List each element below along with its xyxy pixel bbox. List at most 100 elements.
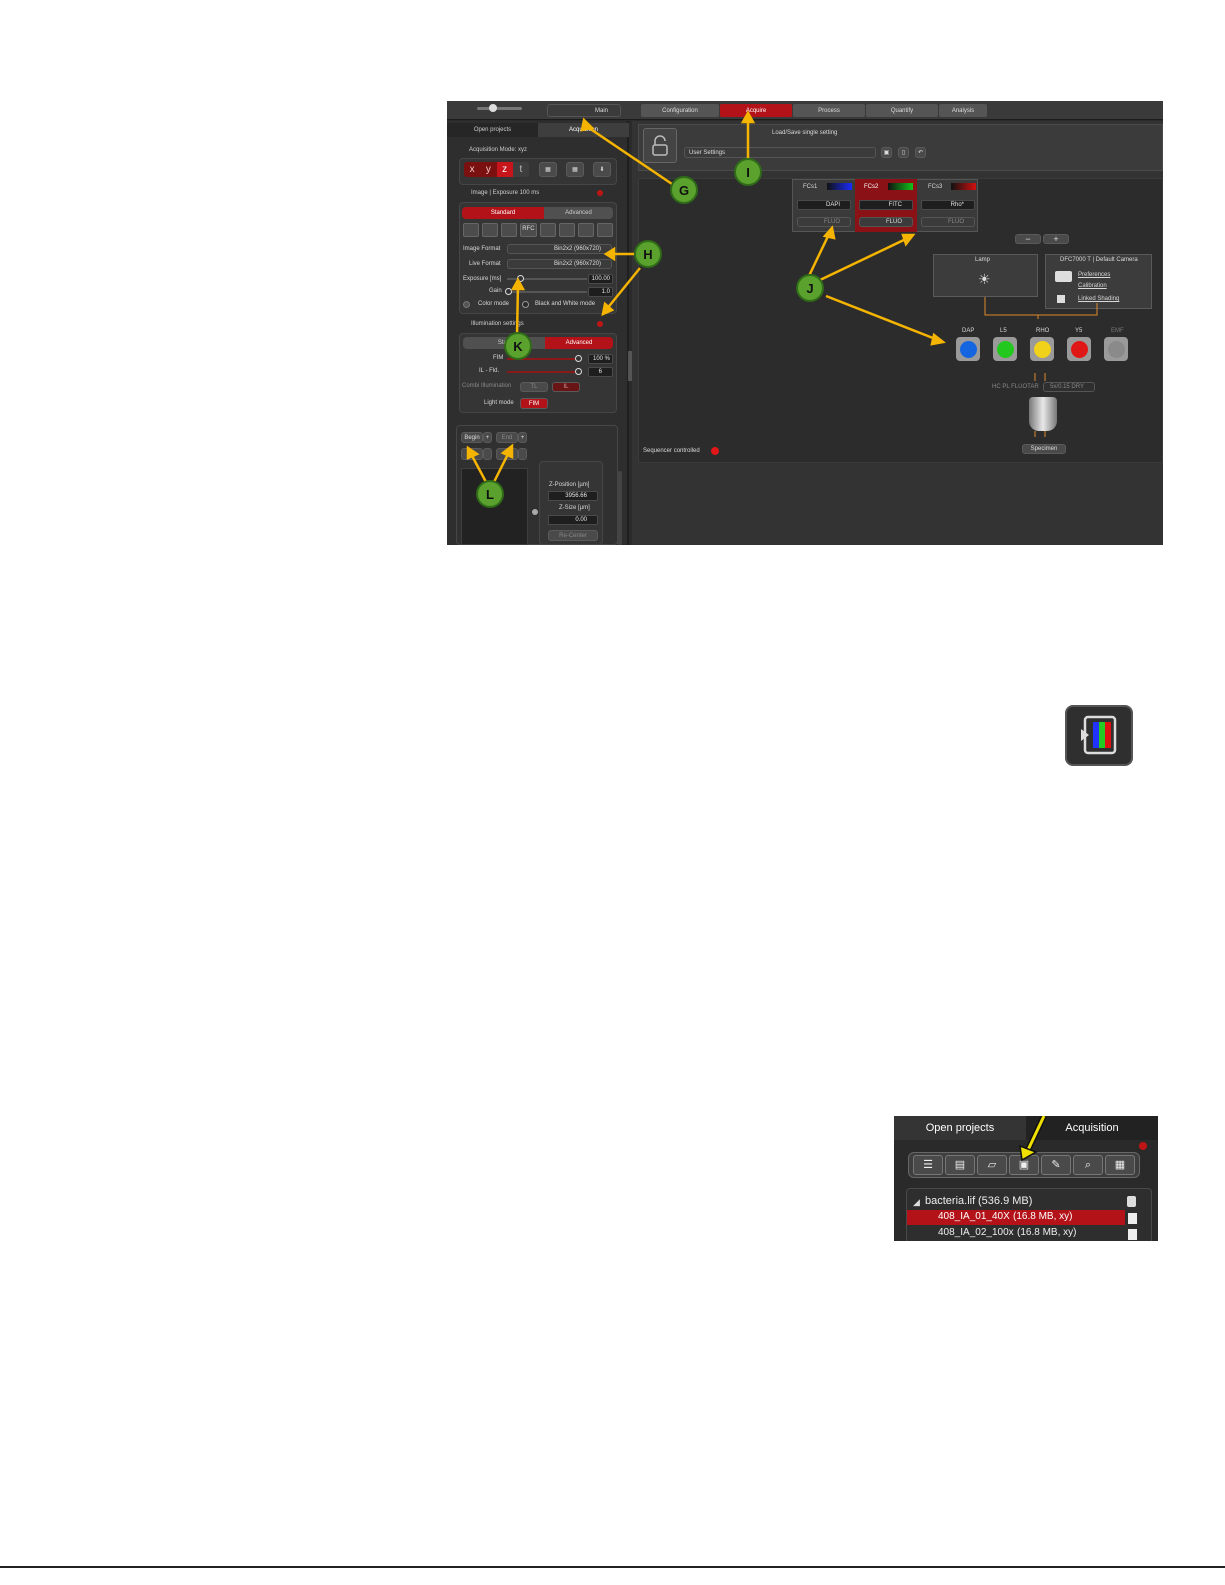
channel-3-mode-select[interactable]: FLUO: [921, 217, 975, 227]
reset-setting-button[interactable]: ↶: [915, 147, 926, 158]
grid-large-button[interactable]: ▦: [566, 162, 584, 177]
open-folder-icon[interactable]: ▱: [977, 1155, 1007, 1175]
axis-button-x[interactable]: x: [469, 164, 475, 175]
zoom-slider[interactable]: [477, 107, 522, 110]
expand-triangle-icon[interactable]: ◢: [913, 1197, 920, 1207]
settings-icon[interactable]: [596, 223, 613, 237]
specimen-button[interactable]: Specimen: [1022, 444, 1066, 454]
filter-cube-emf[interactable]: [1104, 337, 1128, 361]
grid-view-icon[interactable]: ▦: [1105, 1155, 1135, 1175]
illum-tab-advanced[interactable]: Advanced: [545, 337, 613, 349]
channel-1-mode-select[interactable]: FLUO: [797, 217, 851, 227]
image-tab-advanced[interactable]: Advanced: [544, 207, 613, 219]
fim-slider-knob[interactable]: [575, 355, 582, 362]
crop-info-icon[interactable]: [1139, 1142, 1147, 1150]
gain-slider-knob[interactable]: [505, 288, 512, 295]
step-arrows-button[interactable]: [518, 448, 527, 460]
lock-button[interactable]: [643, 128, 677, 163]
axis-button-y[interactable]: y: [485, 164, 491, 175]
new-project-icon[interactable]: ▤: [945, 1155, 975, 1175]
begin-set-button[interactable]: +: [483, 432, 492, 443]
focus-icon[interactable]: [463, 223, 480, 237]
left-scrollbar[interactable]: [617, 471, 622, 545]
linked-shading-checkbox[interactable]: [1057, 295, 1065, 303]
zoom-slider-knob[interactable]: [489, 104, 497, 112]
color-icon[interactable]: [558, 223, 575, 237]
tree-item-2-name[interactable]: 408_IA_02_100x: [938, 1227, 1014, 1238]
il-field-value[interactable]: 6: [588, 367, 613, 377]
import-icon[interactable]: ☰: [913, 1155, 943, 1175]
exposure-slider-track[interactable]: [507, 278, 587, 280]
gain-slider-track[interactable]: [507, 291, 587, 293]
fim-field[interactable]: 100 %: [588, 354, 613, 364]
info-icon[interactable]: [597, 190, 603, 196]
histogram-icon[interactable]: [501, 223, 518, 237]
end-button[interactable]: End: [496, 432, 518, 443]
tree-item-selected[interactable]: [907, 1210, 1125, 1225]
filter-cube-dap[interactable]: [956, 337, 980, 361]
search-icon[interactable]: ⌕: [1073, 1155, 1103, 1175]
remove-channel-button[interactable]: −: [1015, 234, 1041, 244]
tab-analysis[interactable]: Analysis: [939, 104, 987, 117]
tab-acquire[interactable]: Acquire: [720, 104, 792, 117]
illumination-info-icon[interactable]: [597, 321, 603, 327]
filter-cube-l5[interactable]: [993, 337, 1017, 361]
step-button[interactable]: [483, 448, 492, 460]
delete-setting-button[interactable]: ▯: [898, 147, 909, 158]
channel-1-dye-select[interactable]: DAPI: [797, 200, 851, 210]
export-button[interactable]: ⬇: [593, 162, 611, 177]
tab-configuration[interactable]: Configuration: [641, 104, 719, 117]
channel-3-dye-select[interactable]: Rho*: [921, 200, 975, 210]
workspace-select[interactable]: Main: [547, 104, 621, 117]
file-name[interactable]: bacteria.lif: [925, 1195, 976, 1207]
grid-small-icon: ▦: [545, 167, 551, 173]
objective-icon[interactable]: [1029, 397, 1057, 431]
preferences-link[interactable]: Preferences: [1078, 272, 1111, 278]
il-field-slider-track[interactable]: [507, 371, 582, 373]
image-format-select[interactable]: Bin2x2 (960x720): [507, 244, 612, 254]
z-size-field[interactable]: 0.00: [548, 515, 598, 525]
tab-quantify[interactable]: Quantify: [866, 104, 938, 117]
channel-2-name[interactable]: FCs2: [864, 184, 879, 190]
channel-1-name[interactable]: FCs1: [803, 184, 818, 190]
fim-slider-track[interactable]: [507, 358, 582, 360]
contrast-icon[interactable]: [577, 223, 594, 237]
color-mode-radio[interactable]: [463, 301, 470, 308]
grid-small-button[interactable]: ▦: [539, 162, 557, 177]
splitter-handle[interactable]: [628, 351, 632, 381]
edit-icon[interactable]: ✎: [1041, 1155, 1071, 1175]
bw-mode-radio[interactable]: [522, 301, 529, 308]
image-tab-standard[interactable]: Standard: [462, 207, 544, 219]
end-set-button[interactable]: +: [518, 432, 527, 443]
save-setting-button[interactable]: ▣: [881, 147, 892, 158]
tab-process[interactable]: Process: [793, 104, 865, 117]
crop-tab-acquisition[interactable]: Acquisition: [1026, 1116, 1158, 1140]
add-channel-button[interactable]: +: [1043, 234, 1069, 244]
rfc-button[interactable]: RFC: [520, 223, 537, 237]
il-field-slider-knob[interactable]: [575, 368, 582, 375]
combi-tl-button[interactable]: TL: [520, 382, 548, 392]
combi-il-button[interactable]: IL: [552, 382, 580, 392]
light-mode-button[interactable]: FIM: [520, 398, 548, 409]
recenter-button[interactable]: Re-Center: [548, 530, 598, 541]
calibration-link[interactable]: Calibration: [1078, 283, 1107, 289]
channel-2-mode-select[interactable]: FLUO: [859, 217, 913, 227]
user-settings-select[interactable]: User Settings: [684, 147, 876, 158]
z-position-field[interactable]: 3956.66: [548, 491, 598, 501]
channel-3-name[interactable]: FCs3: [928, 184, 943, 190]
zoom-icon[interactable]: [482, 223, 499, 237]
overlay-icon[interactable]: [539, 223, 556, 237]
crop-tab-open-projects[interactable]: Open projects: [894, 1116, 1026, 1140]
filter-cube-y5[interactable]: [1067, 337, 1091, 361]
objective-select[interactable]: 5x/0.15 DRY: [1043, 382, 1095, 392]
axis-button-t[interactable]: t: [512, 162, 529, 177]
tab-open-projects[interactable]: Open projects: [447, 123, 538, 137]
exposure-field[interactable]: 100.00: [588, 274, 613, 284]
channel-2-dye-select[interactable]: FITC: [859, 200, 913, 210]
filter-cube-rho[interactable]: [1030, 337, 1054, 361]
gain-field[interactable]: 1.0: [588, 287, 613, 297]
lamp-panel[interactable]: [933, 254, 1038, 297]
begin-button[interactable]: Begin: [461, 432, 483, 443]
axis-button-z[interactable]: z: [496, 162, 513, 177]
live-format-select[interactable]: Bin2x2 (960x720): [507, 259, 612, 269]
